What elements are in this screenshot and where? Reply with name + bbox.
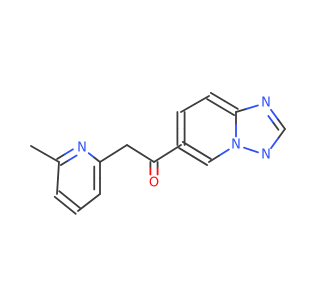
bond-c-py2-n-py1-line1-half-a	[59, 159, 70, 166]
atom-label-o-carbonyl: O	[149, 176, 159, 191]
bond-c-py4-c-py3-line2-half-b	[53, 195, 67, 207]
bond-c-py2-n-py1-line1-half-b	[67, 154, 78, 162]
diagram-background	[0, 0, 300, 300]
bond-c-tp5-c-tp6-line2-half-b	[178, 147, 195, 158]
bond-c-py4-c-py3-line1-half-a	[68, 198, 82, 210]
bond-n-tp3-n-tp4-half-b	[243, 146, 252, 151]
atom-label-layer: N O N N N	[77, 96, 271, 191]
bond-c-py2-n-py1-line2-half-b	[64, 148, 74, 156]
bond-n-tp4-c-tp5-half-a	[217, 148, 230, 157]
bond-c-methyl-c-py2-half-a	[30, 145, 46, 155]
bond-c-tp5-c-tp6-line2-half-a	[192, 155, 209, 166]
bond-c-ch2-c-carbonyl-half-a	[126, 144, 142, 155]
bond-c-tp8-c-tp8a-line2-half-a	[209, 92, 226, 102]
bond-c-tp8a-n-tp1-half-a	[235, 107, 248, 113]
bond-c-tp5-c-tp6-line1-half-a	[195, 149, 212, 160]
bond-n-tp1-c-tp2-inner-half-b	[272, 121, 280, 131]
bond-c-tp7-c-tp8-half-a	[180, 103, 196, 113]
bond-n-tp4-c-tp5-half-b	[208, 154, 220, 163]
bond-c-tp2-n-tp3-half-a	[277, 128, 286, 140]
bond-c-py5-c-py4-half-b	[77, 201, 90, 212]
bond-c-tp8-c-tp8a-line2-half-b	[223, 100, 239, 110]
atom-label-n-tp3: N	[261, 148, 271, 163]
bond-c-tp5-c-tp6-line1-half-b	[181, 141, 198, 152]
bond-layer	[30, 92, 286, 215]
atom-label-n-tp4: N	[231, 138, 241, 153]
bond-c-tp8-c-tp8a-line1-half-b	[219, 106, 236, 116]
bond-n-py1-c-py6-half-a	[87, 152, 96, 159]
bond-c-py2-n-py1-line2-half-a	[56, 153, 66, 160]
bond-n-tp1-c-tp2-main-half-a	[270, 108, 279, 121]
bond-c-carbonyl-c-tp6-half-a	[153, 152, 169, 163]
bond-c-methyl-c-py2-half-b	[44, 153, 60, 163]
bond-c-py4-c-py3-line2-half-a	[64, 204, 77, 215]
bond-c-py5-c-py4-half-a	[88, 193, 101, 204]
bond-c-tp7-c-tp8-half-b	[194, 95, 210, 105]
bond-c-py3-c-py2-half-b	[57, 161, 60, 179]
atom-label-n-py1: N	[77, 141, 87, 156]
bond-n-py1-c-py6-half-b	[93, 156, 101, 163]
bond-n-tp3-n-tp4-half-a	[250, 149, 259, 154]
atom-label-n-tp1: N	[261, 96, 271, 111]
bond-c-tp8-c-tp8a-line1-half-a	[206, 98, 222, 108]
bond-c-py6-c-ch2-half-b	[112, 144, 128, 155]
bond-n-tp1-c-tp2-main-half-b	[277, 118, 286, 130]
bond-c-ch2-c-carbonyl-half-b	[139, 152, 155, 163]
bond-c-carbonyl-c-tp6-half-b	[166, 144, 182, 155]
bond-c-py6-c-ch2-half-a	[99, 152, 115, 163]
bond-c-tp2-n-tp3-half-b	[270, 137, 279, 150]
bond-n-tp1-c-tp2-inner-half-a	[267, 115, 275, 124]
bond-c-tp8a-n-tp1-half-b	[246, 104, 259, 110]
bond-c-py4-c-py3-line1-half-b	[58, 190, 71, 201]
bond-c-py3-c-py2-half-a	[56, 177, 59, 195]
molecule-structure-diagram: N O N N N	[0, 0, 300, 300]
